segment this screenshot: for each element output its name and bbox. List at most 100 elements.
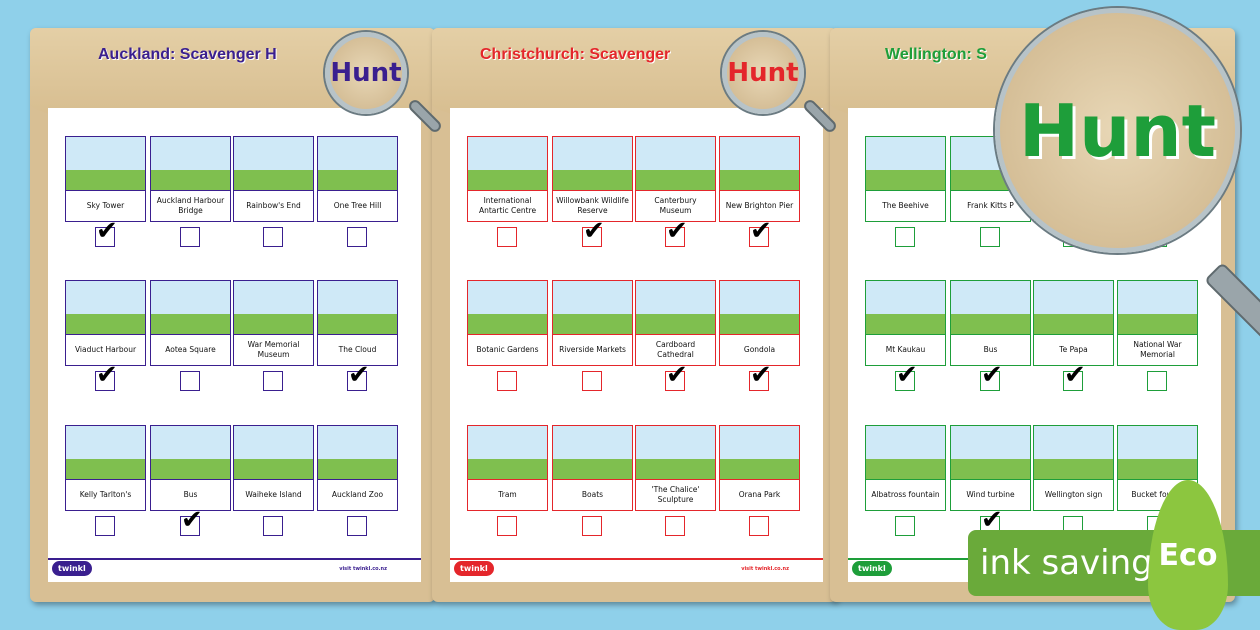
checkbox[interactable]: ✔ [980, 362, 1003, 391]
landmark-illustration [720, 281, 799, 334]
landmark-illustration [1034, 426, 1113, 479]
checkbox[interactable]: ✔ [749, 362, 772, 391]
landmark-label: Canterbury Museum [636, 190, 715, 221]
landmark-illustration [1034, 281, 1113, 334]
landmark-label: Orana Park [720, 479, 799, 510]
website-link: visit twinkl.co.nz [339, 566, 387, 572]
checkbox[interactable] [497, 371, 517, 391]
landmark-illustration [636, 281, 715, 334]
landmark-card: International Antartic Centre [467, 136, 548, 222]
landmark-illustration [151, 137, 230, 190]
checkbox[interactable] [749, 516, 769, 536]
landmark-label: Boats [553, 479, 632, 510]
landmark-label: New Brighton Pier [720, 190, 799, 221]
checkbox[interactable] [895, 516, 915, 536]
checkmark-icon: ✔ [348, 360, 370, 390]
landmark-illustration [720, 426, 799, 479]
eco-label: Eco [1158, 537, 1218, 573]
checkbox[interactable] [582, 516, 602, 536]
landmark-label: The Cloud [318, 334, 397, 365]
landmark-illustration [66, 137, 145, 190]
checkbox[interactable]: ✔ [95, 218, 118, 247]
magnifier-icon: Hunt [995, 8, 1240, 253]
landmark-label: Albatross fountain [866, 479, 945, 510]
landmark-illustration [318, 137, 397, 190]
checkbox[interactable] [497, 227, 517, 247]
landmark-card: National War Memorial [1117, 280, 1198, 366]
landmark-illustration [66, 281, 145, 334]
landmark-card: One Tree Hill [317, 136, 398, 222]
checkbox[interactable] [263, 371, 283, 391]
landmark-label: 'The Chalice' Sculpture [636, 479, 715, 510]
landmark-label: Botanic Gardens [468, 334, 547, 365]
landmark-card: Tram [467, 425, 548, 511]
checkmark-icon: ✔ [750, 216, 772, 246]
checkbox[interactable]: ✔ [665, 218, 688, 247]
checkbox[interactable]: ✔ [895, 362, 918, 391]
landmark-illustration [234, 137, 313, 190]
checkbox[interactable] [582, 371, 602, 391]
twinkl-logo: twinkl [454, 561, 494, 576]
landmark-card: Rainbow's End [233, 136, 314, 222]
landmark-card: Botanic Gardens [467, 280, 548, 366]
landmark-card: Te Papa [1033, 280, 1114, 366]
checkbox[interactable]: ✔ [749, 218, 772, 247]
checkmark-icon: ✔ [750, 360, 772, 390]
landmark-label: Cardboard Cathedral [636, 334, 715, 365]
checkbox[interactable]: ✔ [1063, 362, 1086, 391]
landmark-label: Riverside Markets [553, 334, 632, 365]
landmark-card: Waiheke Island [233, 425, 314, 511]
ink-saving-badge: ink saving Eco [968, 480, 1260, 630]
landmark-label: National War Memorial [1118, 334, 1197, 365]
landmark-illustration [720, 137, 799, 190]
landmark-label: Aotea Square [151, 334, 230, 365]
checkbox[interactable] [895, 227, 915, 247]
checkbox[interactable] [95, 516, 115, 536]
landmark-card: Mt Kaukau [865, 280, 946, 366]
checkbox[interactable] [497, 516, 517, 536]
landmark-label: Gondola [720, 334, 799, 365]
landmark-label: Bus [951, 334, 1030, 365]
checkbox[interactable] [180, 227, 200, 247]
landmark-card: Wind turbine [950, 425, 1031, 511]
twinkl-logo: twinkl [852, 561, 892, 576]
landmark-card: Willowbank Wildlife Reserve [552, 136, 633, 222]
checkbox[interactable]: ✔ [347, 362, 370, 391]
checkbox[interactable] [347, 227, 367, 247]
landmark-card: Kelly Tarlton's [65, 425, 146, 511]
checkbox[interactable] [347, 516, 367, 536]
landmark-card: Boats [552, 425, 633, 511]
landmark-label: Sky Tower [66, 190, 145, 221]
landmark-card: Orana Park [719, 425, 800, 511]
landmark-illustration [151, 281, 230, 334]
checkmark-icon: ✔ [96, 360, 118, 390]
landmark-card: The Beehive [865, 136, 946, 222]
checkbox[interactable]: ✔ [180, 507, 203, 536]
landmark-card: New Brighton Pier [719, 136, 800, 222]
landmark-illustration [866, 137, 945, 190]
landmark-label: Mt Kaukau [866, 334, 945, 365]
landmark-illustration [866, 281, 945, 334]
landmark-label: Te Papa [1034, 334, 1113, 365]
landmark-illustration [866, 426, 945, 479]
checkbox[interactable] [665, 516, 685, 536]
landmark-card: Cardboard Cathedral [635, 280, 716, 366]
landmark-card: Auckland Harbour Bridge [150, 136, 231, 222]
checkbox[interactable]: ✔ [665, 362, 688, 391]
landmark-card: Gondola [719, 280, 800, 366]
checkbox[interactable] [1147, 371, 1167, 391]
landmark-label: One Tree Hill [318, 190, 397, 221]
landmark-label: Waiheke Island [234, 479, 313, 510]
checkbox[interactable] [263, 227, 283, 247]
checkbox[interactable] [263, 516, 283, 536]
checkmark-icon: ✔ [96, 216, 118, 246]
landmark-illustration [234, 281, 313, 334]
landmark-card: Sky Tower [65, 136, 146, 222]
landmark-illustration [468, 281, 547, 334]
landmark-label: Tram [468, 479, 547, 510]
checkbox[interactable] [980, 227, 1000, 247]
checkbox[interactable]: ✔ [582, 218, 605, 247]
landmark-illustration [234, 426, 313, 479]
checkbox[interactable] [180, 371, 200, 391]
checkbox[interactable]: ✔ [95, 362, 118, 391]
